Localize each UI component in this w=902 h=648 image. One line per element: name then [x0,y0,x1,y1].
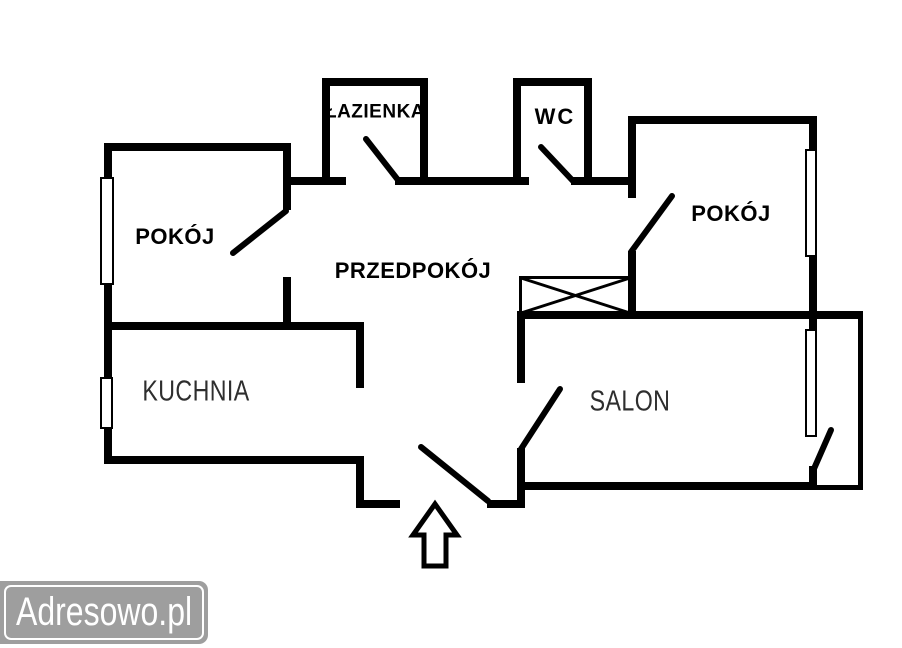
wall-lazienka-left [322,78,330,185]
entrance-arrow-icon [408,499,462,569]
wall-pokoj-left-right-lower [283,277,291,330]
wall-hallway-top-c [571,177,636,185]
room-label-pokoj-left: POKÓJ [135,224,215,249]
wall-salon-left-upper [517,311,525,383]
wall-salon-right-lower [809,466,817,490]
wall-hallway-top-a [283,177,346,185]
room-label-wc: WC [534,104,576,129]
door-lazienka [363,136,401,183]
wall-hallway-top-b [395,177,529,185]
door-pokoj-right [628,193,675,255]
balcony-bottom-edge [817,485,863,490]
door-pokoj-left [230,208,289,256]
wall-kuchnia-top [104,322,364,330]
wall-entry-stub-right [487,500,524,508]
wall-pokoj-right-left-upper [628,116,636,198]
wall-entry-stub-left [356,500,400,508]
window-salon [805,329,817,437]
wall-wc-top [513,78,592,86]
wall-lazienka-top [322,78,428,86]
watermark-badge: Adresowo.pl [0,581,208,644]
wall-pokoj-right-top [628,116,817,124]
room-label-salon: SALON [589,385,671,418]
crossed-box-symbol [519,276,632,316]
wall-wc-right [584,78,592,185]
balcony-right-edge [858,314,863,490]
wall-entry-left-drop [356,456,364,508]
window-kuchnia [100,377,113,429]
room-label-lazienka: ŁAZIENKA [324,101,426,123]
room-label-pokoj-right: POKÓJ [691,201,771,226]
wall-salon-left-lower [517,448,525,508]
wall-pokoj-left-right-upper [283,143,291,210]
wall-outer-left [104,143,112,461]
wall-pokoj-left-top [104,143,291,151]
room-label-kuchnia: KUCHNIA [142,375,250,408]
watermark-text: Adresowo.pl [15,590,193,634]
door-salon [518,386,563,452]
wall-wc-left [513,78,521,185]
watermark-border: Adresowo.pl [4,585,204,640]
door-entrance [418,444,491,504]
window-pokoj-left [100,177,114,285]
wall-lazienka-right [420,78,428,185]
room-label-przedpokoj: PRZEDPOKÓJ [334,258,492,283]
wall-salon-bottom [517,482,817,490]
window-pokoj-right [805,149,817,257]
wall-pokoj-right-left-lower [628,251,636,318]
wall-kuchnia-right [356,322,364,388]
wall-kuchnia-bottom [104,456,364,464]
door-wc [538,144,576,184]
wall-middle-horizontal [517,311,863,319]
